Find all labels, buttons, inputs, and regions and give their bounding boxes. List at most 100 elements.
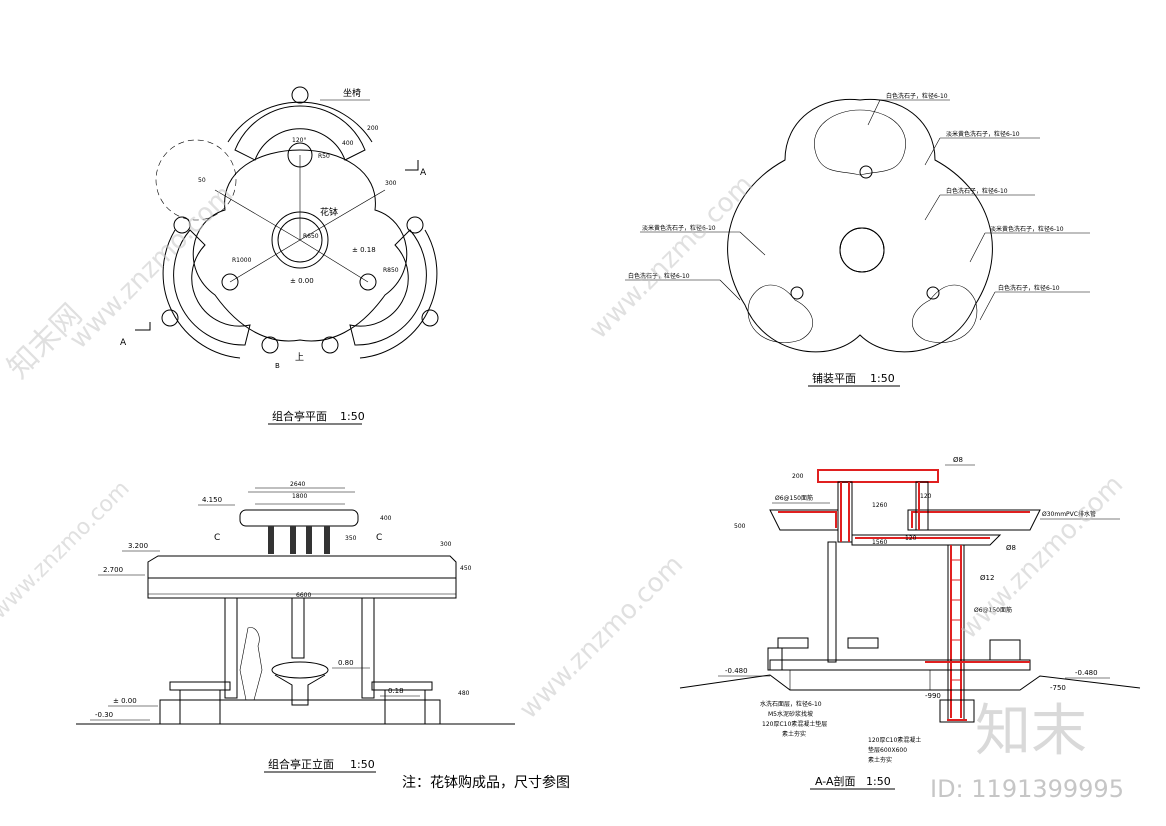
watermark-site: www.znzmo.com [0,476,135,624]
dim-1560: 1560 [872,539,887,546]
seat-arc-right [349,229,427,346]
dim-50: 50 [198,177,206,184]
watermark-site: www.znzmo.com [584,170,759,345]
plan-scale: 1:50 [340,410,365,423]
elevation-title: 组合亭正立面 [268,757,334,771]
dim-1260: 1260 [872,502,887,509]
label-section-a-right: A [420,168,427,178]
callout-d8-top: Ø8 [953,456,963,464]
label-seat: 坐椅 [343,87,361,99]
label-elev-018: ± 0.18 [352,246,376,254]
dim-1800: 1800 [292,493,307,500]
dim-350: 350 [345,535,357,542]
callout-pvc: Ø30mmPVC排水管 [1042,510,1096,518]
upper-canopy [817,469,939,483]
column [291,597,305,659]
paving-note-5: 淡米黄色洗石子，粒径6-10 [642,224,716,232]
section-c-right: C [376,533,382,543]
label-section-b: B [275,362,280,370]
label-angle: 120° [292,137,306,144]
paving-note-4: 淡米黄色洗石子，粒径6-10 [990,225,1064,233]
callout-d8-side: Ø8 [1006,544,1016,552]
level-000: ± 0.00 [113,697,137,705]
watermark-id: ID: 1191399995 [930,775,1124,803]
dim-r1000: R1000 [232,257,252,264]
seat-arc-top [234,105,366,161]
watermark-brand: 知末 [975,699,1087,764]
paving-title: 铺装平面 [812,372,856,385]
dim-r850: R850 [383,267,399,274]
paving-note-6: 白色洗石子，粒径6-10 [998,284,1060,292]
elevation-note: 注：花钵购成品，尺寸参图 [402,774,570,791]
dim-300: 300 [440,541,452,548]
paving-outline [727,98,993,353]
paved-floor [192,149,408,342]
dim-200: 200 [367,125,379,132]
watermark-site: www.znzmo.com [954,470,1129,645]
section-scale: 1:50 [866,775,891,788]
plan-title: 组合亭平面 [272,409,327,423]
label-elev-000: ± 0.00 [290,277,314,285]
elevation-scale: 1:50 [350,758,375,771]
level-neg0480-right: -0.480 [1075,669,1098,677]
label-up: 上 [295,352,304,363]
layer-3: 120厚C10素混凝土垫层 [762,720,827,728]
footing-3: 素土夯实 [868,756,892,764]
dim-480: 480 [458,690,470,697]
column [361,597,375,699]
plan-view: 坐椅 花钵 ± 0.18 ± 0.00 120° 上 A A B 200 400… [120,86,439,425]
paving-note-3: 白色洗石子，粒径6-10 [946,187,1008,195]
dim-6600: 6600 [296,592,311,599]
callout-rebar: Ø6@150面筋 [775,494,813,502]
callout-rebar-2: Ø6@150面筋 [974,606,1012,614]
plan-outline [155,139,237,221]
column [224,597,238,699]
section-view: Ø8 Ø6@150面筋 Ø30mmPVC排水管 Ø8 Ø12 Ø6@150面筋 … [679,456,1141,790]
ground-line [679,674,1141,691]
dim-120: 120 [920,493,932,500]
level-080: 0.80 [338,659,354,667]
layer-1: 水洗石面层，粒径6-10 [760,700,822,708]
roof-slab [147,555,457,579]
level-4150: 4.150 [202,496,222,504]
seat-arc-left [173,229,251,346]
dim-200: 200 [792,473,804,480]
paving-view: 白色洗石子，粒径6-10 淡米黄色洗石子，粒径6-10 白色洗石子，粒径6-10… [625,92,1090,387]
level-018: 0.18 [388,687,404,695]
top-crown [239,509,359,527]
dim-r650: R650 [303,233,319,240]
level-neg030: -0.30 [95,711,113,719]
level-3200: 3.200 [128,542,148,550]
elevation-view: 4.150 3.200 2.700 ± 0.00 -0.30 0.80 0.18… [76,481,570,791]
section-title: A-A剖面 [815,774,856,788]
level-2700: 2.700 [103,566,123,574]
paving-note-7: 白色洗石子，粒径6-10 [628,272,690,280]
base-wall [159,699,441,725]
section-c-left: C [214,533,220,543]
dim-r50: R50 [318,153,330,160]
dim-400: 400 [342,140,354,147]
watermark-site: www.znzmo.com [514,550,689,725]
dim-400: 400 [380,515,392,522]
layer-2: M5水泥砂浆找坡 [768,710,813,718]
paving-note-1: 白色洗石子，粒径6-10 [886,92,948,100]
dim-120b: 120 [905,535,917,542]
dim-2640: 2640 [290,481,305,488]
dim-300: 300 [385,180,397,187]
dim-450: 450 [460,565,472,572]
level-neg750: -750 [1050,684,1066,692]
elev-bowl [271,661,329,679]
layer-4: 素土夯实 [782,730,806,738]
callout-d12: Ø12 [980,574,994,582]
rebar-upper [817,469,939,483]
level-neg990: -990 [925,692,941,700]
label-bowl: 花钵 [320,206,338,218]
paving-scale: 1:50 [870,372,895,385]
paving-note-2: 淡米黄色洗石子，粒径6-10 [946,130,1020,138]
level-neg0480-left: -0.480 [725,667,748,675]
label-section-a-left: A [120,338,127,348]
watermark-site: www.znzmo.com [64,180,239,355]
watermarks: www.znzmo.com www.znzmo.com www.znzmo.co… [0,170,1129,803]
footing-2: 垫层600X600 [868,746,907,754]
